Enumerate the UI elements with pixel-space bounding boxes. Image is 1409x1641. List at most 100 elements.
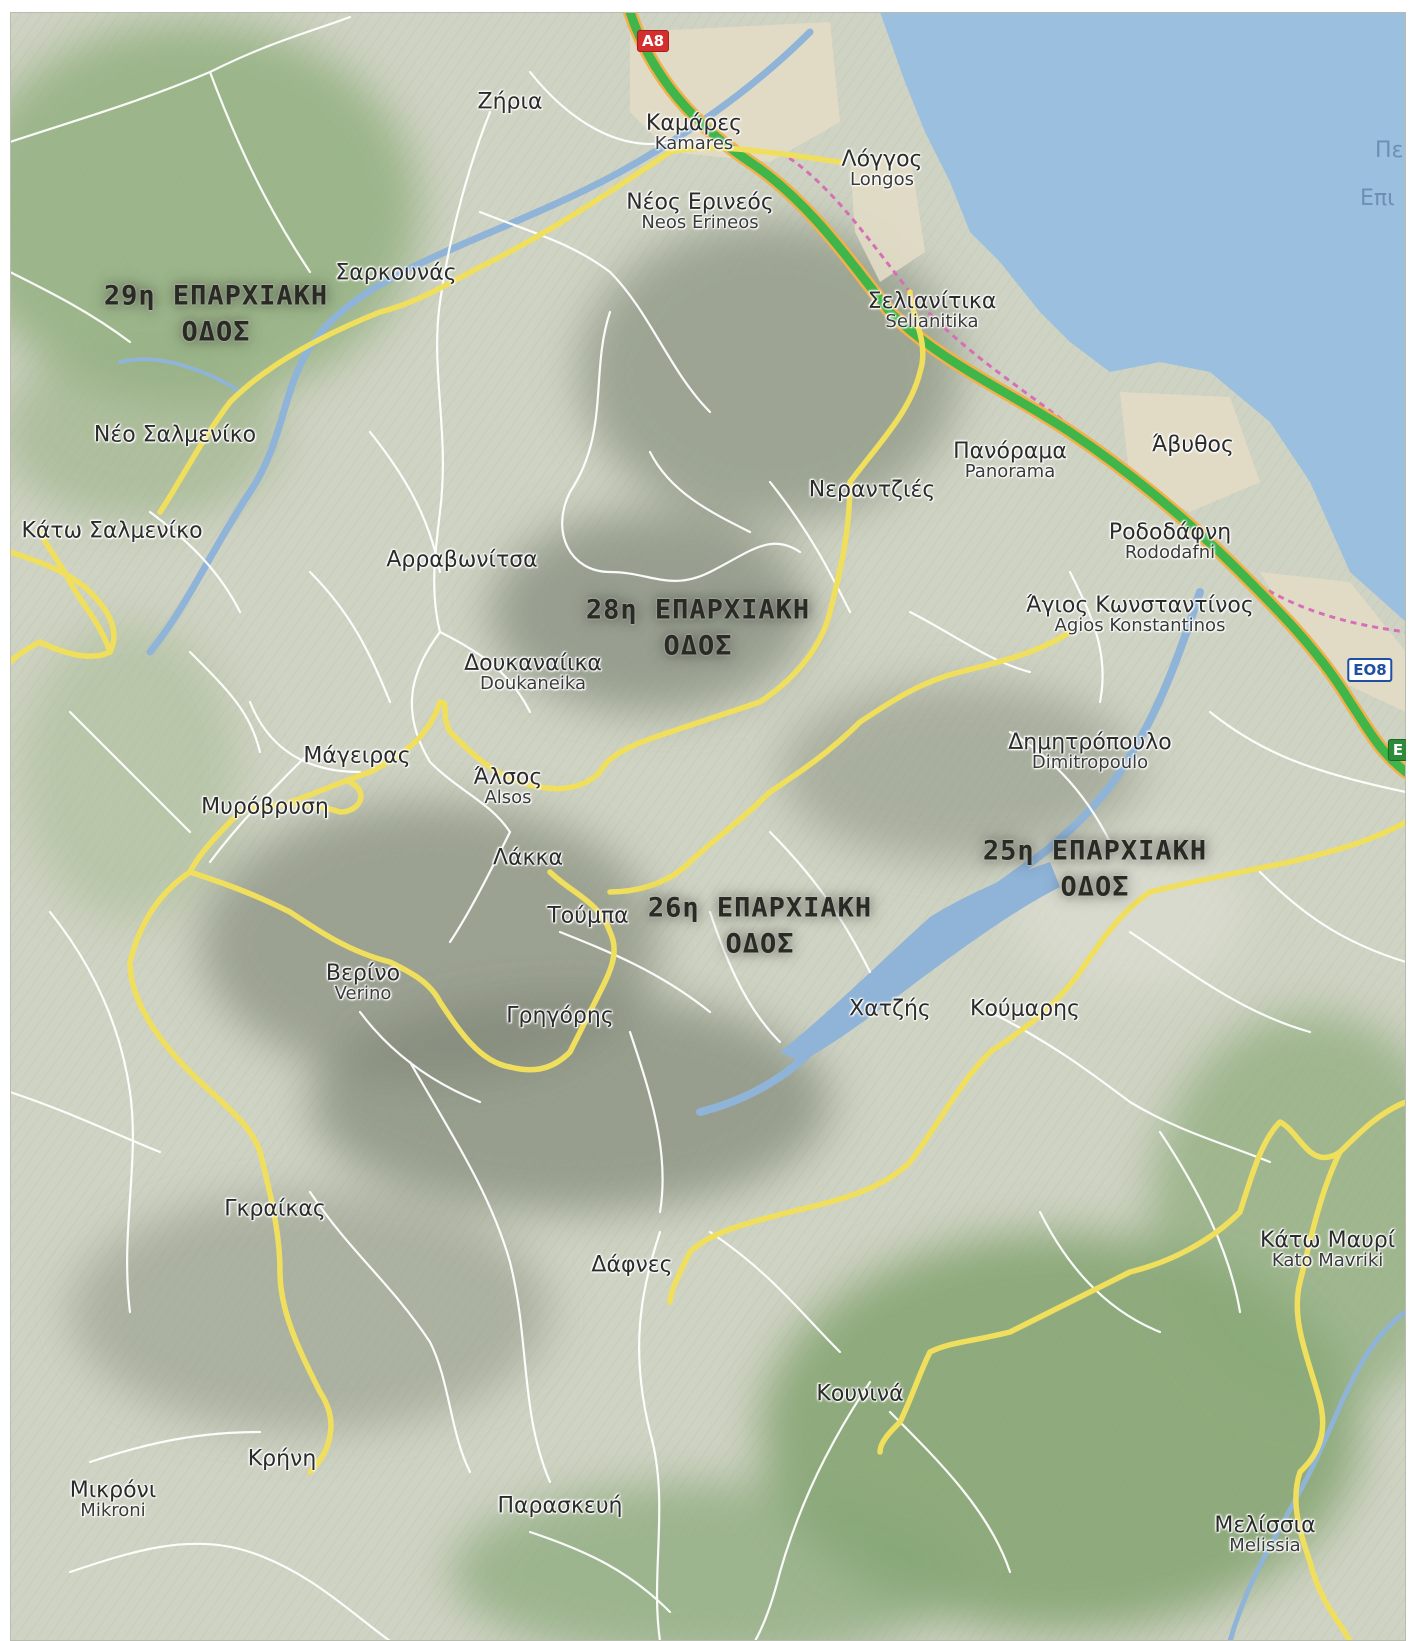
place-name-latin: Kamares xyxy=(654,133,734,155)
place-name-greek: Ζήρια xyxy=(477,89,543,115)
road-label-29-line1: 29η ΕΠΑΡΧΙΑΚΗ xyxy=(103,280,329,312)
place-name-greek: Μικρόνι xyxy=(69,1478,157,1504)
sea-label-line2: Επι xyxy=(1360,186,1395,211)
place-name-greek: Μυρόβρυση xyxy=(201,794,329,820)
road-label-28-line2: ΟΔΟΣ xyxy=(663,631,733,662)
place-name-greek: Άβυθος xyxy=(1152,432,1234,458)
highway-a8 xyxy=(623,12,1406,779)
place-name-greek: Κούμαρης xyxy=(970,996,1080,1022)
place-name-greek: Μάγειρας xyxy=(303,743,411,769)
road-label-26-line2: ΟΔΟΣ xyxy=(725,929,795,960)
place-name-greek: Νέο Σαλμενίκο xyxy=(93,422,257,448)
place-name-latin: Agios Konstantinos xyxy=(1054,615,1226,637)
place-name-greek: Γκραίκας xyxy=(224,1196,326,1222)
place-name-greek: Δουκαναίικα xyxy=(464,651,602,677)
place-nerantzies[interactable]: Νεραντζιές xyxy=(809,478,936,501)
place-paraskevi[interactable]: Παρασκευή xyxy=(498,1494,623,1517)
route-shield-a8[interactable]: A8 xyxy=(636,30,670,52)
road-label-25: 25η ΕΠΑΡΧΙΑΚΗ ΟΔΟΣ xyxy=(983,834,1207,907)
place-name-greek: Παρασκευή xyxy=(497,1493,623,1519)
road-label-26-line1: 26η ΕΠΑΡΧΙΑΚΗ xyxy=(647,892,873,924)
place-name-latin: Alsos xyxy=(484,787,532,809)
place-name-greek: Ροδοδάφνη xyxy=(1108,520,1232,546)
place-sarkounas[interactable]: Σαρκουνάς xyxy=(335,261,456,284)
road-label-25-line1: 25η ΕΠΑΡΧΙΑΚΗ xyxy=(982,835,1208,867)
place-name-latin: Mikroni xyxy=(80,1500,146,1522)
place-name-greek: Νεραντζιές xyxy=(808,477,936,503)
place-name-greek: Νέος Ερινεός xyxy=(626,190,774,216)
road-label-29-line2: ΟΔΟΣ xyxy=(181,317,251,348)
place-name-greek: Άλσος xyxy=(473,765,543,791)
sea-label-line1: Πε xyxy=(1375,138,1404,163)
place-name-latin: Longos xyxy=(850,169,914,191)
place-kato-salmeniko[interactable]: Κάτω Σαλμενίκο xyxy=(21,519,202,542)
place-name-greek: Καμάρες xyxy=(645,111,743,137)
place-name-greek: Σελιανίτικα xyxy=(867,289,997,315)
road-label-28-line1: 28η ΕΠΑΡΧΙΑΚΗ xyxy=(585,594,811,626)
place-name-greek: Κουνινά xyxy=(816,1381,904,1407)
provincial-roads xyxy=(10,145,1406,1641)
place-grigoris[interactable]: Γρηγόρης xyxy=(506,1004,613,1027)
place-name-greek: Βερίνο xyxy=(325,961,401,987)
place-neo-salmeniko[interactable]: Νέο Σαλμενίκο xyxy=(94,423,256,446)
route-shield-partial[interactable]: E xyxy=(1387,739,1406,761)
place-name-greek: Δημητρόπουλο xyxy=(1008,730,1172,756)
place-myrovrysi[interactable]: Μυρόβρυση xyxy=(201,795,329,818)
place-name-latin: Dimitropoulo xyxy=(1031,752,1149,774)
place-avythos[interactable]: Άβυθος xyxy=(1152,433,1234,456)
place-name-greek: Πανόραμα xyxy=(953,439,1067,465)
place-name-greek: Αρραβωνίτσα xyxy=(386,547,538,573)
place-name-greek: Λόγγος xyxy=(841,147,923,173)
place-toumpa[interactable]: Τούμπα xyxy=(547,904,628,927)
place-name-greek: Μελίσσια xyxy=(1214,1513,1316,1539)
place-name-latin: Kato Mavriki xyxy=(1271,1250,1384,1272)
place-name-latin: Neos Erineos xyxy=(641,212,759,234)
place-krini[interactable]: Κρήνη xyxy=(248,1447,317,1470)
road-label-25-line2: ΟΔΟΣ xyxy=(1060,872,1130,903)
place-name-greek: Άγιος Κωνσταντίνος xyxy=(1026,593,1254,619)
place-koumaris[interactable]: Κούμαρης xyxy=(970,997,1080,1020)
place-chatzis[interactable]: Χατζής xyxy=(849,997,931,1020)
place-name-greek: Κρήνη xyxy=(247,1446,317,1472)
place-graikas[interactable]: Γκραίκας xyxy=(224,1197,326,1220)
terrain-map[interactable] xyxy=(10,12,1406,1641)
road-label-28: 28η ΕΠΑΡΧΙΑΚΗ ΟΔΟΣ xyxy=(586,593,810,666)
place-zeria[interactable]: Ζήρια xyxy=(478,90,543,113)
place-name-greek: Κάτω Σαλμενίκο xyxy=(21,518,203,544)
place-name-latin: Verino xyxy=(334,983,392,1005)
place-kounina[interactable]: Κουνινά xyxy=(816,1382,903,1405)
road-label-29: 29η ΕΠΑΡΧΙΑΚΗ ΟΔΟΣ xyxy=(104,279,328,352)
place-lakka[interactable]: Λάκκα xyxy=(493,846,563,869)
place-dafnes[interactable]: Δάφνες xyxy=(591,1253,672,1276)
place-mageiras[interactable]: Μάγειρας xyxy=(303,744,410,767)
place-name-greek: Τούμπα xyxy=(547,903,629,929)
place-name-latin: Doukaneika xyxy=(479,673,587,695)
place-name-greek: Δάφνες xyxy=(591,1252,673,1278)
route-shield-eo8[interactable]: EO8 xyxy=(1347,658,1393,682)
sea-area xyxy=(880,12,1406,622)
place-name-latin: Selianitika xyxy=(885,311,979,333)
place-name-latin: Rododafni xyxy=(1124,542,1216,564)
place-arravonitsa[interactable]: Αρραβωνίτσα xyxy=(386,548,537,571)
minor-roads xyxy=(10,15,1406,1641)
map-viewport[interactable]: Πε Επι A8 EO8 E 29η ΕΠΑΡΧΙΑΚΗ ΟΔΟΣ 28η Ε… xyxy=(10,12,1406,1641)
place-name-greek: Σαρκουνάς xyxy=(335,260,457,286)
place-name-greek: Γρηγόρης xyxy=(506,1003,614,1029)
reservoir xyxy=(780,862,1060,1062)
place-name-greek: Χατζής xyxy=(849,996,931,1022)
road-label-26: 26η ΕΠΑΡΧΙΑΚΗ ΟΔΟΣ xyxy=(648,891,872,964)
